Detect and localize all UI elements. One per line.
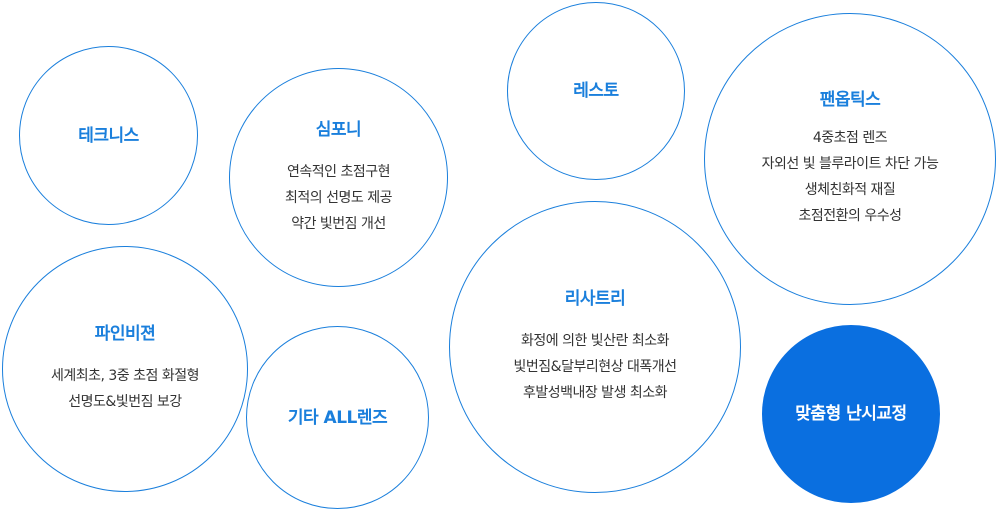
lens-bubble-technis[interactable]: 테크니스 xyxy=(19,46,198,225)
lens-feature: 자외선 빛 블루라이트 차단 가능 xyxy=(761,156,939,172)
lens-feature: 약간 빛번짐 개선 xyxy=(291,215,386,232)
lens-description: 화정에 의한 빛산란 최소화 빛번짐&달부리현상 대폭개선 후발성백내장 발생 … xyxy=(514,328,677,406)
lens-title: 테크니스 xyxy=(78,125,139,146)
lens-feature: 화정에 의한 빛산란 최소화 xyxy=(520,333,670,349)
lens-title: 파인비젼 xyxy=(94,324,156,344)
lens-feature: 연속적인 초점구현 xyxy=(286,163,390,180)
lens-bubble-etc[interactable]: 기타 ALL렌즈 xyxy=(246,326,429,509)
lens-feature: 선명도&빛번짐 보강 xyxy=(68,394,182,410)
lens-description: 연속적인 초점구현 최적의 선명도 제공 약간 빛번짐 개선 xyxy=(285,159,392,237)
lens-bubble-custom-astigmatism[interactable]: 맞춤형 난시교정 xyxy=(762,325,940,503)
lens-title: 리사트리 xyxy=(564,289,626,309)
lens-title: 심포니 xyxy=(315,119,362,140)
lens-feature: 후발성백내장 발생 최소화 xyxy=(522,385,668,401)
lens-title: 레스토 xyxy=(573,81,619,101)
lens-bubble-resto[interactable]: 레스토 xyxy=(507,2,685,180)
lens-feature: 4중초점 렌즈 xyxy=(812,130,888,146)
lens-feature: 세계최초, 3중 초점 화절형 xyxy=(50,368,200,384)
lens-feature: 생체친화적 재질 xyxy=(804,182,896,198)
lens-feature: 빛번짐&달부리현상 대폭개선 xyxy=(513,359,677,375)
lens-bubble-panoptix[interactable]: 팬옵틱스 4중초점 렌즈 자외선 빛 블루라이트 차단 가능 생체친화적 재질 … xyxy=(704,13,996,305)
lens-description: 세계최초, 3중 초점 화절형 선명도&빛번짐 보강 xyxy=(50,363,200,415)
lens-bubble-symphony[interactable]: 심포니 연속적인 초점구현 최적의 선명도 제공 약간 빛번짐 개선 xyxy=(229,68,448,287)
lens-feature: 최적의 선명도 제공 xyxy=(285,189,392,206)
lens-feature: 초점전환의 우수성 xyxy=(798,208,902,224)
lens-bubble-lisatri[interactable]: 리사트리 화정에 의한 빛산란 최소화 빛번짐&달부리현상 대폭개선 후발성백내… xyxy=(449,201,741,493)
lens-title: 맞춤형 난시교정 xyxy=(795,404,907,424)
lens-title: 기타 ALL렌즈 xyxy=(287,407,388,428)
lens-description: 4중초점 렌즈 자외선 빛 블루라이트 차단 가능 생체친화적 재질 초점전환의… xyxy=(762,125,939,229)
lens-bubble-finevision[interactable]: 파인비젼 세계최초, 3중 초점 화절형 선명도&빛번짐 보강 xyxy=(2,246,248,492)
lens-title: 팬옵틱스 xyxy=(819,90,881,110)
